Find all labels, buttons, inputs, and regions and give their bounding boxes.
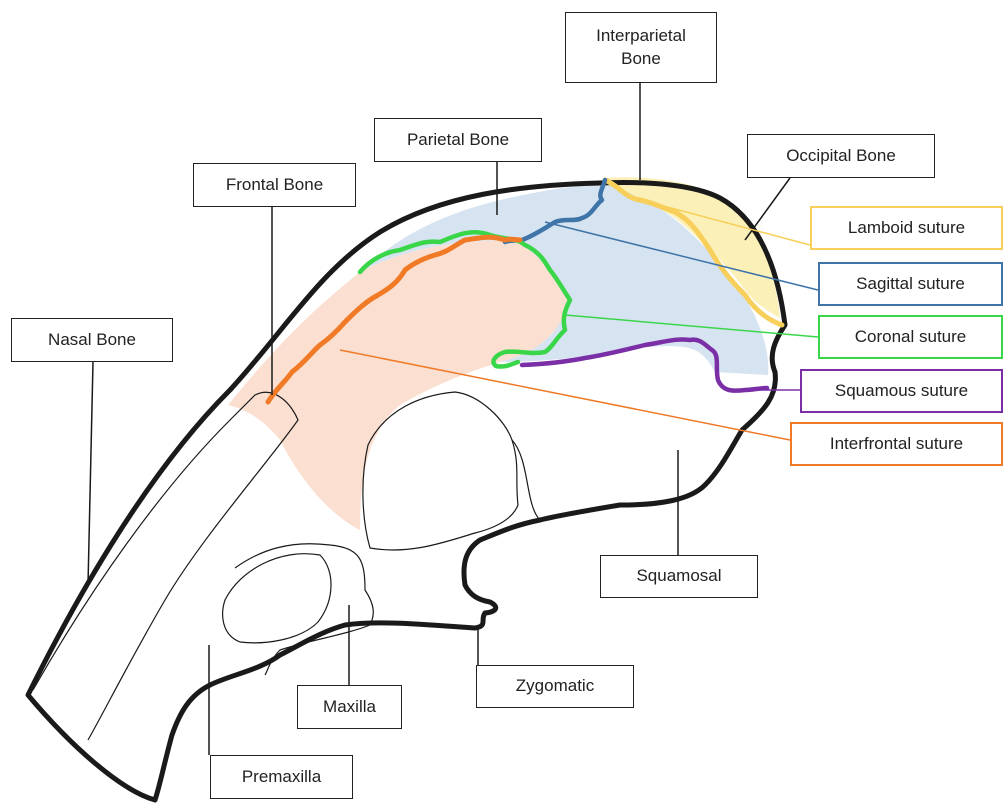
premaxilla-label: Premaxilla [210, 755, 353, 799]
leader-nasal [88, 362, 93, 585]
interparietal-bone-label: Interparietal Bone [565, 12, 717, 83]
zygomatic-label: Zygomatic [476, 665, 634, 708]
occipital-bone-label: Occipital Bone [747, 134, 935, 178]
frontal-bone-label: Frontal Bone [193, 163, 356, 207]
maxilla-label: Maxilla [297, 685, 402, 729]
leader-occipital [745, 178, 790, 240]
sagittal-suture-label: Sagittal suture [818, 262, 1003, 306]
maxilla-outline [235, 544, 373, 675]
squamosal-label: Squamosal [600, 555, 758, 598]
lamboid-suture-label: Lamboid suture [810, 206, 1003, 250]
interfrontal-suture-label: Interfrontal suture [790, 422, 1003, 466]
parietal-bone-label: Parietal Bone [374, 118, 542, 162]
squamous-suture-label: Squamous suture [800, 369, 1003, 413]
nasal-bone-label: Nasal Bone [11, 318, 173, 362]
maxilla-foramen-outline [223, 554, 331, 643]
coronal-suture-label: Coronal suture [818, 315, 1003, 359]
